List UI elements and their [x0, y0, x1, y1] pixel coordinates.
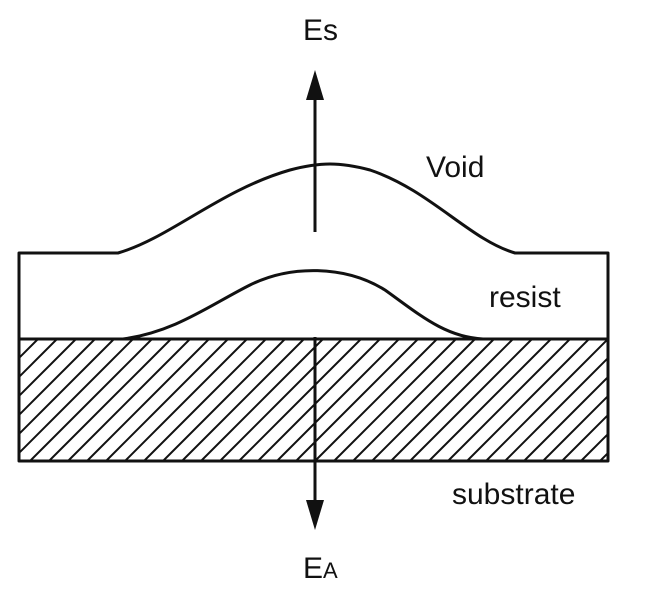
substrate-hatch-line: [105, 339, 229, 461]
resist-surface-outline: [17, 162, 610, 341]
substrate-hatch-line: [561, 413, 608, 461]
label-void: Void: [426, 151, 484, 184]
substrate-hatch-line: [19, 339, 134, 455]
substrate-hatch-line: [523, 375, 608, 461]
substrate-hatching: [19, 339, 646, 461]
substrate-hatch-line: [19, 339, 58, 379]
label-substrate: substrate: [452, 478, 575, 511]
substrate-hatch-line: [181, 339, 305, 461]
substrate-hatch-line: [19, 339, 115, 436]
field-arrow-up-head: [306, 70, 324, 100]
substrate-hatch-line: [276, 339, 400, 461]
field-arrow-down: [306, 337, 324, 530]
substrate-hatch-line: [542, 394, 608, 461]
substrate-hatch-line: [19, 339, 20, 341]
substrate-hatch-line: [257, 339, 381, 461]
substrate-hatch-line: [428, 339, 552, 461]
substrate-hatch-line: [619, 339, 646, 461]
substrate-hatch-line: [29, 339, 153, 461]
substrate-hatch-line: [124, 339, 248, 461]
substrate-hatch-line: [390, 339, 514, 461]
field-arrow-up: [306, 70, 324, 232]
substrate-hatch-line: [19, 339, 96, 417]
label-resist: resist: [489, 281, 561, 314]
field-arrow-down-head: [306, 500, 324, 530]
substrate-hatch-line: [48, 339, 172, 461]
substrate-hatch-line: [371, 339, 495, 461]
substrate-hatch-line: [238, 339, 362, 461]
substrate-bump-outline: [121, 269, 485, 341]
label-top-field: Es: [303, 14, 338, 47]
substrate-hatch-line: [333, 339, 457, 461]
substrate-hatch-line: [580, 432, 608, 461]
substrate-hatch-line: [67, 339, 191, 461]
substrate-hatch-line: [409, 339, 533, 461]
substrate-hatch-line: [19, 339, 77, 398]
substrate-hatch-line: [200, 339, 324, 461]
substrate-hatch-line: [162, 339, 286, 461]
substrate-hatch-line: [447, 339, 571, 461]
substrate-hatch-line: [314, 339, 438, 461]
substrate-hatch-line: [143, 339, 267, 461]
label-bottom-field: EA: [303, 552, 338, 585]
substrate-hatch-line: [485, 339, 608, 461]
label-bottom-field-main: E: [303, 552, 323, 585]
substrate-block: [17, 337, 646, 463]
substrate-hatch-line: [86, 339, 210, 461]
label-bottom-field-sub: A: [323, 558, 338, 583]
substrate-hatch-line: [352, 339, 476, 461]
substrate-hatch-line: [466, 339, 590, 461]
substrate-hatch-line: [219, 339, 343, 461]
